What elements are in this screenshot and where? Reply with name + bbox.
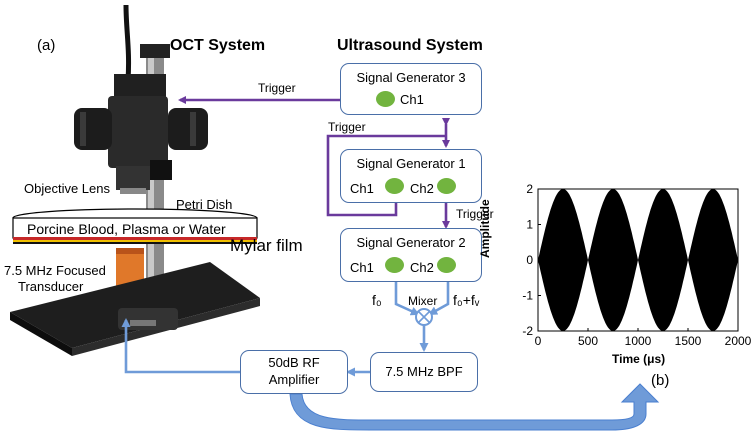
gen2-ch1-dot <box>385 257 404 273</box>
chart-x-tick-label: 1000 <box>625 334 652 348</box>
panel-b-label: (b) <box>651 372 670 389</box>
bpf-label: 7.5 MHz BPF <box>385 364 463 379</box>
trigger-label-loop: Trigger <box>328 120 366 134</box>
chart-envelope-lobe <box>588 189 638 331</box>
gen1-ch2-dot <box>437 178 456 194</box>
gen2-ch1-label: Ch1 <box>350 260 374 275</box>
transducer-label-line1: 7.5 MHz Focused <box>4 263 106 278</box>
chart-y-tick-label: 1 <box>526 218 533 232</box>
f0-label: f₀ <box>372 292 382 308</box>
signal-generator-1: Signal Generator 1 <box>340 149 482 203</box>
gen1-ch1-dot <box>385 178 404 194</box>
gen1-ch1-label: Ch1 <box>350 181 374 196</box>
oct-system-title: OCT System <box>170 37 266 54</box>
chart-x-tick-label: 2000 <box>725 334 752 348</box>
signal-generator-2-title: Signal Generator 2 <box>356 235 466 250</box>
chart-x-tick-label: 0 <box>535 334 542 348</box>
sample-label: Porcine Blood, Plasma or Water <box>27 221 226 237</box>
chart-y-tick-label: 0 <box>526 253 533 267</box>
mixer-label: Mixer <box>408 294 438 308</box>
transducer-label-line2: Transducer <box>18 279 84 294</box>
trigger-label-gen2: Trigger <box>456 207 494 221</box>
panel-a-label: (a) <box>37 37 56 54</box>
chart-envelope-lobe <box>638 189 688 331</box>
gen1-ch2-label: Ch2 <box>410 181 434 196</box>
trigger-loop-line <box>326 134 446 217</box>
chart-y-tick-label: -2 <box>522 324 533 338</box>
chart-envelope-lobe <box>688 189 738 331</box>
chart-envelope-lobe <box>538 189 588 331</box>
ultrasound-system-title: Ultrasound System <box>337 37 483 54</box>
oct-microscope-photo <box>10 4 260 356</box>
gen3-ch1-dot <box>376 91 395 107</box>
bpf-box: 7.5 MHz BPF <box>370 352 478 392</box>
gen2-ch2-label: Ch2 <box>410 260 434 275</box>
signal-generator-3-title: Signal Generator 3 <box>356 70 466 85</box>
f0-line <box>394 275 420 316</box>
chart-y-tick-label: -1 <box>522 289 533 303</box>
output-to-chart-arrow <box>289 383 660 431</box>
gen3-ch1-label: Ch1 <box>400 92 424 107</box>
signal-generator-1-title: Signal Generator 1 <box>356 156 466 171</box>
chart-x-tick-label: 500 <box>578 334 598 348</box>
chart-y-tick-label: 2 <box>526 182 533 196</box>
chart-y-axis-label: Amplitude <box>478 199 492 258</box>
amp-to-transducer-line <box>121 318 240 374</box>
trigger-label-oct: Trigger <box>258 81 296 95</box>
objective-lens-label: Objective Lens <box>24 181 110 196</box>
mylar-film-label: Mylar film <box>230 236 303 255</box>
signal-generator-3: Signal Generator 3 <box>340 63 482 115</box>
f0fv-line <box>428 275 450 316</box>
f0-fv-label: f₀+fᵥ <box>453 292 480 308</box>
chart-x-axis-label: Time (μs) <box>612 352 666 366</box>
gen2-ch2-dot <box>437 257 456 273</box>
petri-dish-label: Petri Dish <box>176 197 233 212</box>
amplitude-chart: 0 500 1000 1500 2000 2 1 0 -1 -2 <box>522 182 751 348</box>
signal-generator-2: Signal Generator 2 <box>340 228 482 282</box>
chart-x-tick-label: 1500 <box>675 334 702 348</box>
rf-amplifier-box: 50dB RF Amplifier <box>240 350 348 394</box>
amplifier-line1: 50dB RF <box>268 355 320 370</box>
amplifier-line2: Amplifier <box>268 372 320 387</box>
